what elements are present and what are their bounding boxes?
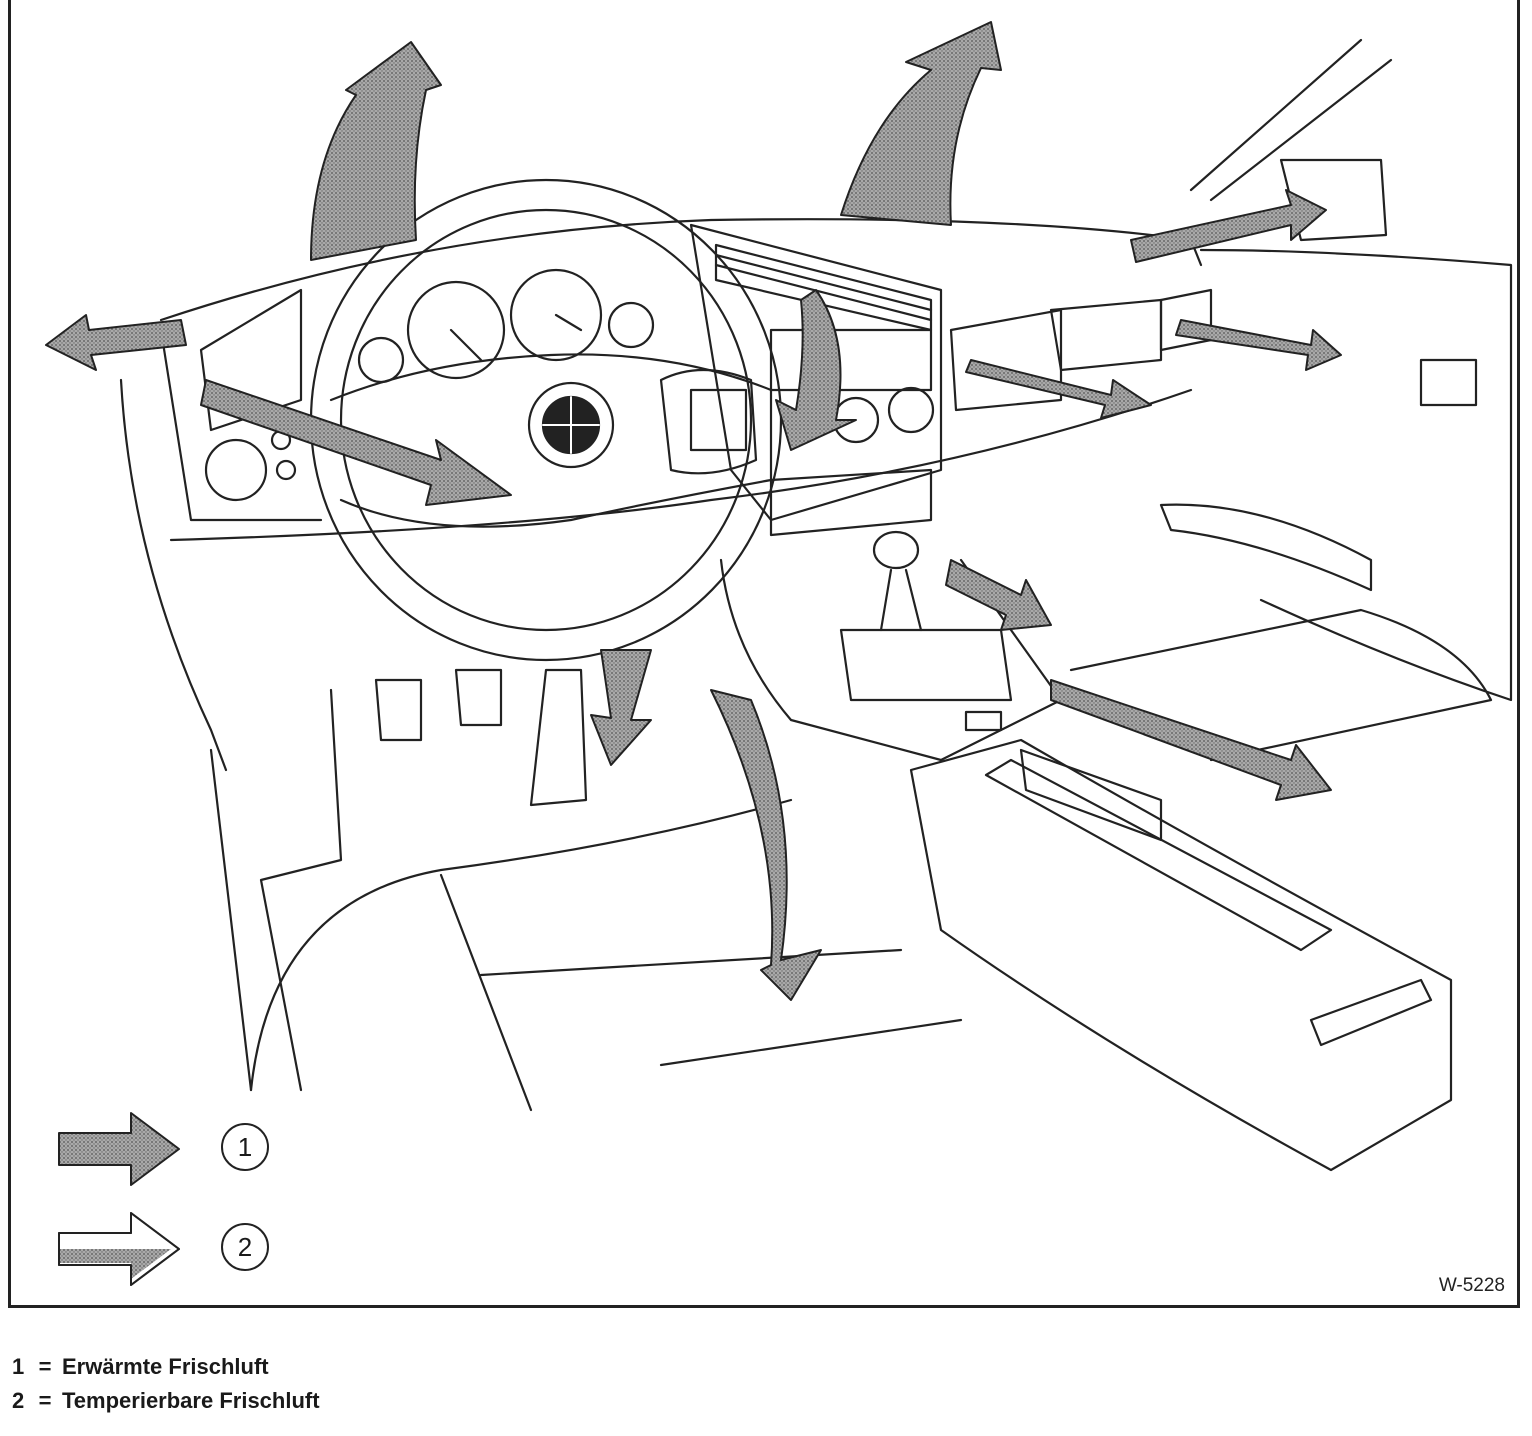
airflow-arrow-footwell-center — [710, 689, 822, 1001]
hazard-button — [964, 710, 1003, 732]
wheel-spoke-right — [659, 368, 758, 475]
footwell-line-2 — [259, 688, 343, 1092]
legend-arrow-1 — [58, 1112, 180, 1186]
dash-left-face — [159, 328, 323, 522]
floor-line-3 — [659, 1018, 963, 1067]
shift-knob — [872, 530, 920, 570]
windshield-line — [1189, 38, 1363, 192]
airflow-arrow-defrost-left — [310, 41, 442, 261]
dash-left-end — [119, 378, 228, 772]
caption-row-1: 1=Erwärmte Frischluft — [12, 1350, 320, 1384]
footwell-line — [209, 748, 253, 1092]
dashboard-lower-edge — [169, 388, 1193, 542]
pedal-accelerator — [529, 668, 588, 807]
climate-knob-right — [887, 386, 935, 434]
floor-line-2 — [479, 948, 903, 977]
door-panel — [1199, 248, 1513, 702]
floor-line-1 — [439, 873, 533, 1112]
legend-arrow-2 — [58, 1212, 180, 1286]
figure-id: W-5228 — [1438, 1275, 1505, 1296]
passenger-seat — [1069, 608, 1493, 762]
bmw-logo-ring — [527, 381, 615, 469]
legend-key-1: 1 — [51, 1105, 291, 1195]
shift-boot — [839, 628, 1013, 702]
caption-number-2: 2 — [12, 1388, 25, 1413]
airflow-arrow-left-side — [45, 314, 187, 371]
airflow-arrow-left-vent — [200, 379, 512, 506]
caption-label-2: Temperierbare Frischluft — [62, 1388, 320, 1413]
door-handle — [1419, 358, 1478, 407]
legend-number-2: 2 — [221, 1223, 269, 1271]
right-center-vent — [949, 308, 1063, 412]
console-upper — [719, 558, 1063, 762]
seat-outline — [249, 798, 793, 1092]
console-bin — [1019, 748, 1163, 842]
handbrake — [984, 758, 1333, 952]
pedal-brake — [454, 668, 503, 727]
gauge-small-right — [607, 301, 655, 349]
center-console — [909, 738, 1453, 1172]
gauge-tachometer — [509, 268, 603, 362]
center-stack — [689, 223, 943, 522]
legend-number-1: 1 — [221, 1123, 269, 1171]
caption-label-1: Erwärmte Frischluft — [62, 1354, 269, 1379]
figure-frame: 1 2 W-5228 — [8, 0, 1520, 1308]
airflow-arrow-right-center-vent — [965, 359, 1152, 419]
caption-row-2: 2=Temperierbare Frischluft — [12, 1384, 320, 1418]
airflow-arrow-defrost-right — [840, 21, 1002, 226]
airflow-arrow-footwell-left — [590, 649, 652, 766]
ashtray-panel — [769, 468, 933, 537]
door-pocket — [1159, 503, 1373, 592]
airflow-arrow-center-vent — [775, 289, 857, 451]
airflow-arrow-footwell-right — [945, 559, 1052, 631]
glovebox — [1049, 298, 1163, 372]
gauge-speedometer — [406, 280, 506, 380]
dashboard-top — [159, 218, 1203, 322]
radio — [769, 328, 933, 392]
airflow-arrow-side-window — [1130, 189, 1327, 263]
airflow-arrow-right-vent — [1175, 319, 1342, 371]
console-lid — [1309, 978, 1433, 1047]
caption-number-1: 1 — [12, 1354, 25, 1379]
airflow-arrow-rear — [1050, 679, 1332, 801]
caption: 1=Erwärmte Frischluft 2=Temperierbare Fr… — [12, 1350, 320, 1418]
wheel-button — [689, 388, 748, 452]
a-pillar-line — [1209, 58, 1393, 202]
dashboard-illustration — [45, 21, 1513, 1172]
light-switch — [204, 438, 268, 502]
pedal-clutch — [374, 678, 423, 742]
legend-key-2: 2 — [51, 1205, 291, 1295]
steering-wheel-inner — [339, 208, 753, 632]
gauge-small-left — [357, 336, 405, 384]
